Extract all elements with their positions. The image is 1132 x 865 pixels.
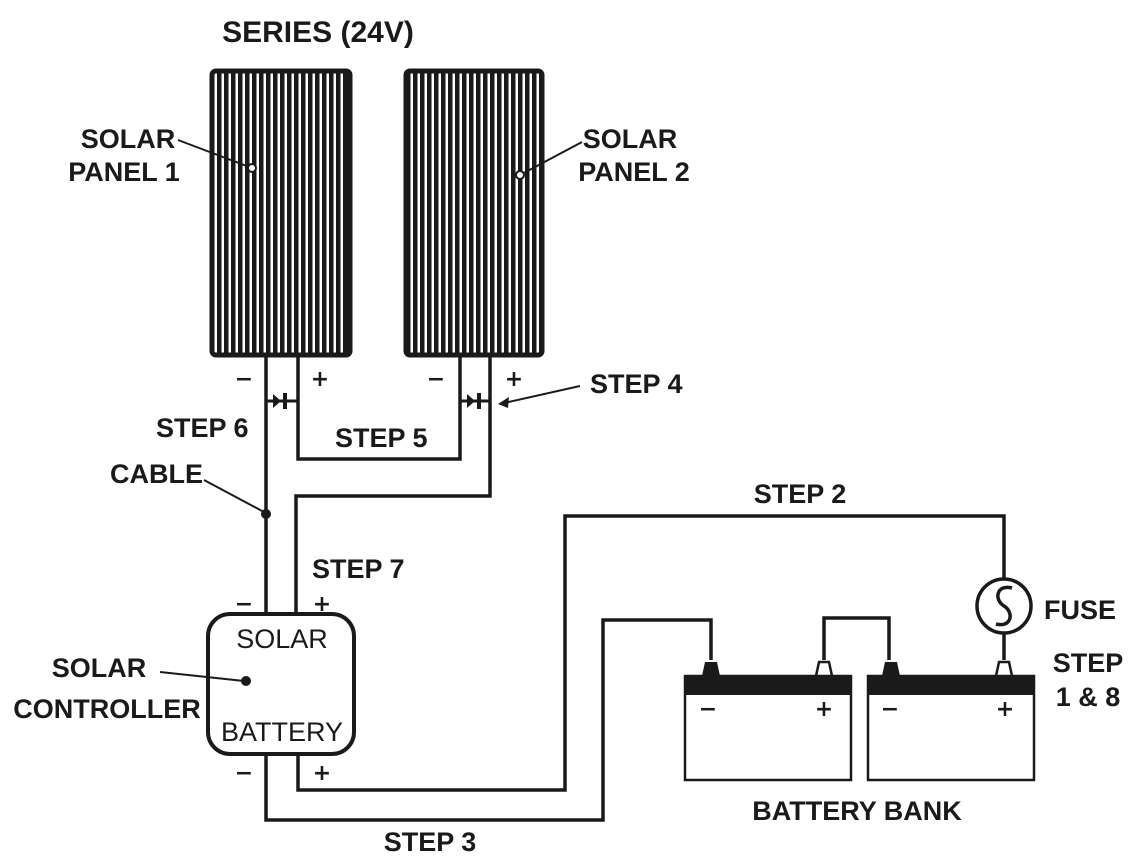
diagram-title: SERIES (24V) bbox=[222, 16, 414, 49]
fuse-icon bbox=[975, 577, 1033, 635]
step-1-8-label-line2: 1 & 8 bbox=[1056, 682, 1121, 712]
panel-2-leader-dot bbox=[515, 170, 525, 180]
battery-series-link bbox=[822, 616, 891, 660]
step-3-label: STEP 3 bbox=[384, 827, 477, 857]
panel-2-leader bbox=[519, 141, 583, 176]
battery-2-plus: + bbox=[996, 697, 1014, 722]
fuse-label: FUSE bbox=[1044, 595, 1116, 625]
controller-leader bbox=[159, 671, 245, 682]
panel-2-label-line1: SOLAR bbox=[583, 124, 678, 154]
solar-panel-2 bbox=[403, 68, 545, 358]
battery-1 bbox=[683, 660, 853, 782]
mc4-connector-2 bbox=[460, 393, 490, 409]
controller-leader-dot bbox=[241, 676, 251, 686]
controller-battery-plus: + bbox=[313, 761, 331, 786]
battery-bank-label: BATTERY BANK bbox=[752, 796, 962, 826]
step-4-arrowhead bbox=[498, 397, 509, 408]
step-3-negative-wire bbox=[264, 618, 713, 822]
controller-label-line1: SOLAR bbox=[52, 653, 147, 683]
step-5-label: STEP 5 bbox=[335, 423, 428, 453]
mc4-connector-1 bbox=[266, 393, 298, 409]
panel-2-plus: + bbox=[505, 367, 523, 392]
step-2-label: STEP 2 bbox=[754, 479, 847, 509]
panel-1-leader bbox=[177, 139, 253, 169]
panel-1-leader-dot bbox=[247, 163, 257, 173]
solar-panel-1 bbox=[209, 68, 353, 358]
cable-leader-dot bbox=[261, 509, 271, 519]
controller-battery-minus: − bbox=[235, 761, 253, 786]
step-4-label: STEP 4 bbox=[590, 369, 683, 399]
battery-2-minus: − bbox=[881, 697, 899, 722]
solar-controller bbox=[206, 612, 356, 756]
cable-label: CABLE bbox=[110, 459, 203, 489]
controller-solar-terminal: SOLAR bbox=[236, 624, 328, 654]
step-5-series-link bbox=[296, 355, 462, 461]
step-1-8-label-line1: STEP bbox=[1053, 648, 1124, 678]
cable-leader bbox=[203, 479, 265, 513]
step-7-label: STEP 7 bbox=[312, 554, 405, 584]
controller-label-line2: CONTROLLER bbox=[13, 694, 200, 724]
step-2-positive-wire bbox=[296, 514, 1006, 792]
panel-1-label-line1: SOLAR bbox=[81, 124, 176, 154]
panel-1-minus: − bbox=[235, 367, 253, 392]
panel-2-minus: − bbox=[427, 367, 445, 392]
controller-solar-minus: − bbox=[235, 592, 253, 617]
battery-1-minus: − bbox=[699, 697, 717, 722]
battery-2 bbox=[866, 660, 1036, 782]
panel-1-plus: + bbox=[311, 367, 329, 392]
panel-2-label-line2: PANEL 2 bbox=[578, 157, 690, 187]
controller-solar-plus: + bbox=[313, 592, 331, 617]
battery-1-plus: + bbox=[815, 697, 833, 722]
panel-2-positive-cable bbox=[294, 355, 492, 614]
controller-battery-terminal: BATTERY bbox=[221, 717, 343, 747]
panel-1-label-line2: PANEL 1 bbox=[68, 157, 180, 187]
step-6-label: STEP 6 bbox=[156, 413, 249, 443]
step-4-arrow bbox=[503, 385, 581, 404]
